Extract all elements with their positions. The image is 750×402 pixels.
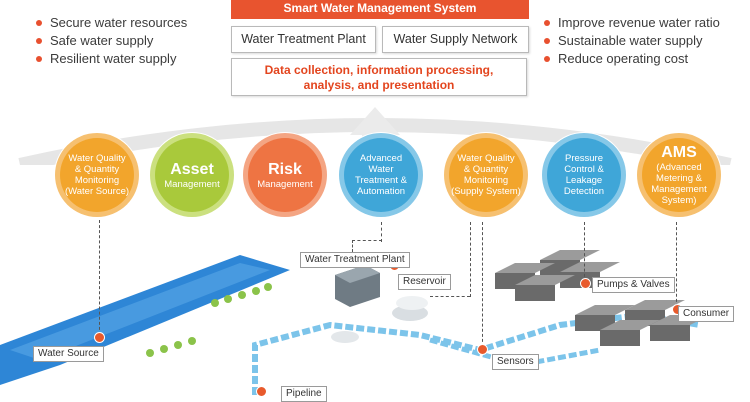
bullet-dot <box>544 38 550 44</box>
left-goal-item: Secure water resources <box>34 14 187 32</box>
connector-line <box>352 240 382 241</box>
left-goal-item: Resilient water supply <box>34 50 187 68</box>
circle-water-quality-supply: Water Quality & Quantity Monitoring (Sup… <box>443 132 529 218</box>
bullet-dot <box>36 38 42 44</box>
label-pumps-valves: Pumps & Valves <box>592 277 675 293</box>
label-water-source: Water Source <box>33 346 104 362</box>
label-pipeline: Pipeline <box>281 386 327 402</box>
circle-risk-management: Risk Management <box>242 132 328 218</box>
data-processing-box: Data collection, information processing,… <box>231 58 527 96</box>
connector-line <box>381 222 382 242</box>
connector-line <box>470 222 471 297</box>
circle-water-quality-source: Water Quality & Quantity Monitoring (Wat… <box>54 132 140 218</box>
connector-line <box>430 296 470 297</box>
connector-line <box>352 240 353 252</box>
right-goal-item: Reduce operating cost <box>542 50 720 68</box>
water-system-scene <box>0 250 710 395</box>
circle-pressure-control: Pressure Control & Leakage Detection <box>541 132 627 218</box>
right-goal-item: Sustainable water supply <box>542 32 720 50</box>
water-supply-network-box: Water Supply Network <box>382 26 529 53</box>
label-reservoir: Reservoir <box>398 274 451 290</box>
bullet-dot <box>544 20 550 26</box>
sensor-dot <box>256 386 267 397</box>
right-goal-item: Improve revenue water ratio <box>542 14 720 32</box>
bullet-dot <box>36 20 42 26</box>
circle-advanced-treatment: Advanced Water Treatment & Automation <box>338 132 424 218</box>
treatment-plant-icon <box>331 265 428 343</box>
water-treatment-plant-box: Water Treatment Plant <box>231 26 376 53</box>
circle-ams: AMS (Advanced Metering & Management Syst… <box>636 132 722 218</box>
left-goal-item: Safe water supply <box>34 32 187 50</box>
sensor-dot <box>477 344 488 355</box>
circle-asset-management: Asset Management <box>149 132 235 218</box>
system-title: Smart Water Management System <box>231 0 529 19</box>
connector-line <box>584 222 585 282</box>
label-sensors: Sensors <box>492 354 539 370</box>
label-consumer: Consumer <box>678 306 735 322</box>
connector-line <box>482 222 483 347</box>
left-goals-list: Secure water resources Safe water supply… <box>34 14 187 68</box>
info-line-1: Data collection, information processing, <box>264 63 494 77</box>
bullet-dot <box>544 56 550 62</box>
info-line-2: analysis, and presentation <box>303 78 455 92</box>
sensor-dot <box>580 278 591 289</box>
connector-line <box>676 222 677 307</box>
sensor-dot <box>94 332 105 343</box>
connector-line <box>99 220 100 335</box>
right-goals-list: Improve revenue water ratio Sustainable … <box>542 14 720 68</box>
bullet-dot <box>36 56 42 62</box>
label-water-treatment-plant: Water Treatment Plant <box>300 252 410 268</box>
